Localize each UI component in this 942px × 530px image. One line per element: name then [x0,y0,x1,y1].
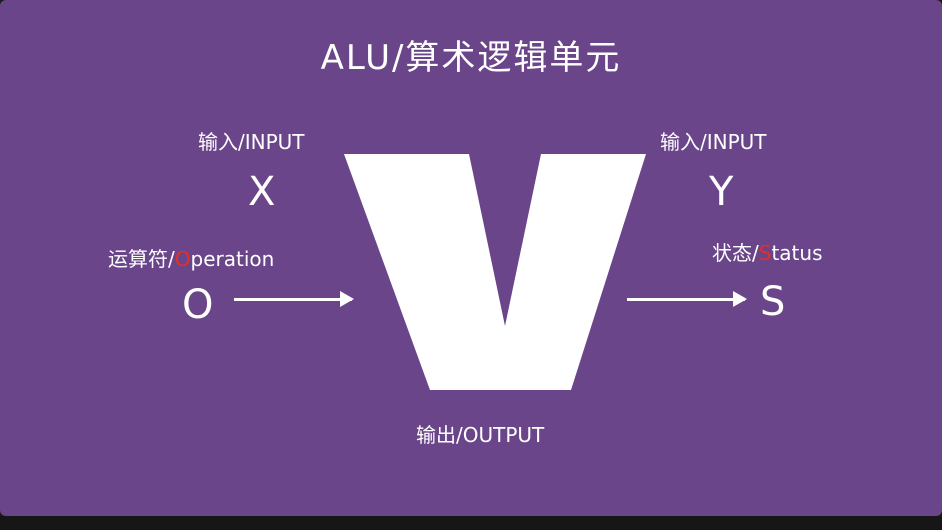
operation-label-prefix: 运算符/ [108,247,175,271]
operation-label: 运算符/Operation [108,243,274,272]
input-x-symbol: X [248,169,276,215]
input-x-label: 输入/INPUT [198,130,305,154]
alu-v-shape [344,154,646,390]
bottom-bar [0,516,942,530]
alu-v-polygon [344,154,646,390]
input-y-label: 输入/INPUT [660,130,767,154]
input-y-symbol: Y [709,169,734,215]
status-label-rest: tatus [771,241,823,265]
status-label-highlight: S [758,241,772,265]
operation-symbol: O [182,282,214,328]
operation-label-highlight: O [174,247,191,271]
status-arrow [627,291,747,307]
status-label: 状态/Status [712,237,823,266]
status-label-prefix: 状态/ [712,241,759,265]
status-symbol: S [760,279,786,325]
slide: ALU/算术逻辑单元 输入/INPUT X 输入/INPUT Y 运算符/Ope… [0,0,942,516]
output-label: 输出/OUTPUT [416,423,545,447]
operation-arrow [234,291,354,307]
operation-label-rest: peration [190,247,275,271]
slide-title: ALU/算术逻辑单元 [320,38,622,78]
